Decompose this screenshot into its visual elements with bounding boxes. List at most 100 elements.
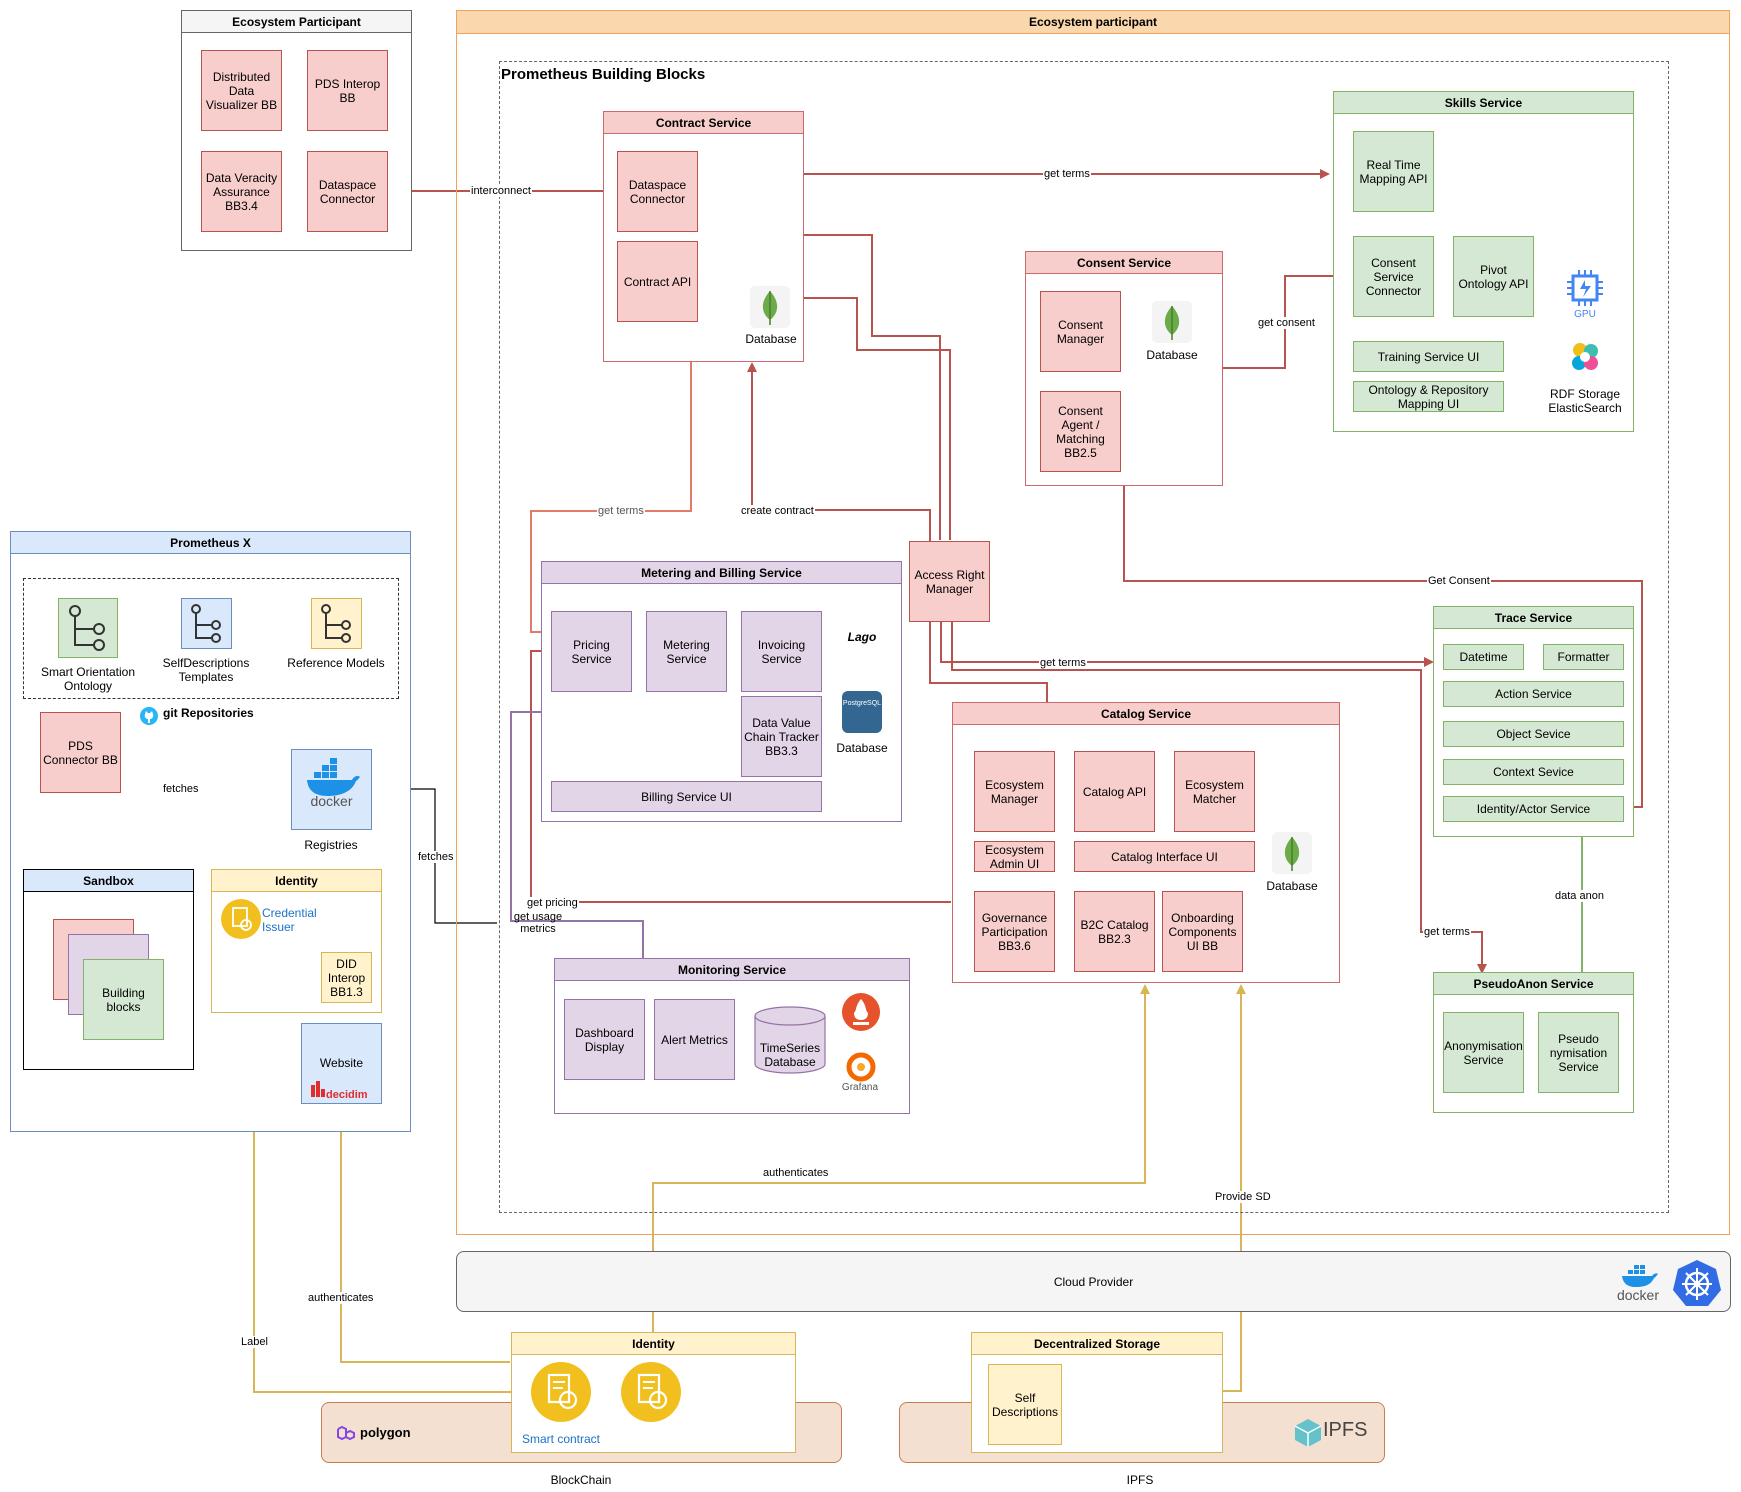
catalog-api[interactable]: Catalog API <box>1074 751 1155 832</box>
decidim-label: decidim <box>326 1089 368 1101</box>
pds-interop-bb[interactable]: PDS Interop BB <box>307 50 388 131</box>
pseudonymisation-service[interactable]: Pseudo nymisation Service <box>1538 1012 1619 1093</box>
dataspace-connector[interactable]: Dataspace Connector <box>617 151 698 232</box>
real-time-mapping-api[interactable]: Real Time Mapping API <box>1353 131 1434 212</box>
catalog-interface-ui[interactable]: Catalog Interface UI <box>1074 841 1255 872</box>
git-branch-icon <box>181 598 232 649</box>
ecosystem-participant-main: Ecosystem participant <box>456 10 1730 1235</box>
smart-contract-label[interactable]: Smart contract <box>521 1432 601 1446</box>
action-service[interactable]: Action Service <box>1443 681 1624 707</box>
mongodb-leaf-icon <box>749 285 791 332</box>
onboarding-components-ui-bb[interactable]: Onboarding Components UI BB <box>1162 891 1243 972</box>
edge-label-fetches-sandbox: fetches <box>162 783 200 795</box>
reference-models-label[interactable]: Reference Models <box>287 656 385 670</box>
edge-label-get-pricing: get pricing <box>526 897 579 909</box>
consent-manager[interactable]: Consent Manager <box>1040 291 1121 372</box>
prometheus-x-title: Prometheus X <box>11 532 410 554</box>
ontology-repository-mapping-ui[interactable]: Ontology & Repository Mapping UI <box>1353 381 1504 412</box>
self-descriptions[interactable]: Self Descriptions <box>988 1364 1062 1445</box>
edge-label-interconnect: interconnect <box>470 185 532 197</box>
identity-prometheus-x-title: Identity <box>212 870 381 892</box>
git-branch-icon <box>58 598 118 658</box>
blockchain-label: BlockChain <box>550 1473 612 1487</box>
consent-service-connector[interactable]: Consent Service Connector <box>1353 236 1434 317</box>
consent-service-title: Consent Service <box>1026 252 1222 274</box>
metering-service[interactable]: Metering Service <box>646 611 727 692</box>
selfdescriptions-templates-label[interactable]: SelfDescriptions Templates <box>162 656 250 684</box>
edge-label-data-anon: data anon <box>1554 890 1605 902</box>
consent-agent-matching-bb[interactable]: Consent Agent / Matching BB2.5 <box>1040 391 1121 472</box>
formatter-box[interactable]: Formatter <box>1543 644 1624 670</box>
github-icon <box>139 706 159 729</box>
git-branch-icon <box>311 598 362 649</box>
dashboard-display[interactable]: Dashboard Display <box>564 999 645 1080</box>
edge-label-authenticates-catalog: authenticates <box>762 1167 830 1179</box>
prometheus-flame-icon <box>841 992 881 1035</box>
decidim-logo-icon <box>311 1081 325 1100</box>
polygon-label: polygon <box>360 1425 411 1440</box>
docker-registry-icon[interactable]: docker <box>291 749 372 830</box>
catalog-service-title: Catalog Service <box>953 703 1339 725</box>
building-blocks[interactable]: Building blocks <box>83 959 164 1040</box>
did-interop-bb[interactable]: DID Interop BB1.3 <box>321 952 372 1003</box>
contract-service-title: Contract Service <box>604 112 803 134</box>
cloud-provider <box>456 1251 1731 1312</box>
distributed-data-visualizer-bb[interactable]: Distributed Data Visualizer BB <box>201 50 282 131</box>
metering-db-label: Database <box>836 741 888 755</box>
training-service-ui[interactable]: Training Service UI <box>1353 341 1504 372</box>
website-label: Website <box>319 1056 364 1070</box>
docker-whale-icon <box>1614 1262 1664 1291</box>
invoicing-service[interactable]: Invoicing Service <box>741 611 822 692</box>
gpu-label: GPU <box>1574 309 1596 320</box>
pds-connector-bb[interactable]: PDS Connector BB <box>40 712 121 793</box>
monitoring-service-title: Monitoring Service <box>555 959 909 981</box>
consent-db-label: Database <box>1146 348 1198 362</box>
edge-label-provide-sd: Provide SD <box>1214 1191 1272 1203</box>
decentralized-storage-title: Decentralized Storage <box>972 1333 1222 1355</box>
git-repositories-frame <box>23 578 399 699</box>
ecosystem-participant-main-title: Ecosystem participant <box>457 11 1729 34</box>
smart-orientation-ontology-label[interactable]: Smart Orientation Ontology <box>40 665 136 693</box>
catalog-db-label: Database <box>1266 879 1318 893</box>
cloud-provider-label: Cloud Provider <box>1053 1275 1134 1289</box>
registries-label: Registries <box>304 838 358 852</box>
mongodb-leaf-icon <box>1271 831 1313 878</box>
trace-service-title: Trace Service <box>1434 607 1633 629</box>
data-value-chain-tracker[interactable]: Data Value Chain Tracker BB3.3 <box>741 696 822 777</box>
ipfs-cube-icon <box>1294 1418 1322 1451</box>
alert-metrics[interactable]: Alert Metrics <box>654 999 735 1080</box>
anonymisation-service[interactable]: Anonymisation Service <box>1443 1012 1524 1093</box>
datetime-box[interactable]: Datetime <box>1443 644 1524 670</box>
edge-label-authenticates-website: authenticates <box>307 1292 375 1304</box>
docker-wordmark: docker <box>310 793 353 809</box>
edge-label-get-terms-pseudo: get terms <box>1423 926 1471 938</box>
pricing-service[interactable]: Pricing Service <box>551 611 632 692</box>
access-right-manager[interactable]: Access Right Manager <box>909 541 990 622</box>
certificate-icon <box>221 899 261 942</box>
ecosystem-admin-ui[interactable]: Ecosystem Admin UI <box>974 841 1055 872</box>
governance-participation-bb[interactable]: Governance Participation BB3.6 <box>974 891 1055 972</box>
object-service[interactable]: Object Sevice <box>1443 721 1624 747</box>
cloud-docker-wordmark: docker <box>1616 1287 1660 1303</box>
billing-service-ui[interactable]: Billing Service UI <box>551 781 822 812</box>
dataspace-connector-left[interactable]: Dataspace Connector <box>307 151 388 232</box>
edge-label-get-consent: get consent <box>1257 317 1316 329</box>
pivot-ontology-api[interactable]: Pivot Ontology API <box>1453 236 1534 317</box>
data-veracity-assurance-bb[interactable]: Data Veracity Assurance BB3.4 <box>201 151 282 232</box>
lago-logo: Lago <box>847 630 877 644</box>
contract-api[interactable]: Contract API <box>617 241 698 322</box>
ecosystem-manager[interactable]: Ecosystem Manager <box>974 751 1055 832</box>
identity-bottom-title: Identity <box>512 1333 795 1355</box>
postgresql-label: PostgreSQL <box>842 700 882 707</box>
ecosystem-matcher[interactable]: Ecosystem Matcher <box>1174 751 1255 832</box>
polygon-icon <box>336 1425 356 1444</box>
prometheus-building-blocks-frame <box>499 61 1669 1213</box>
skills-service-title: Skills Service <box>1334 92 1633 114</box>
b2c-catalog-bb[interactable]: B2C Catalog BB2.3 <box>1074 891 1155 972</box>
context-service[interactable]: Context Sevice <box>1443 759 1624 785</box>
identity-actor-service[interactable]: Identity/Actor Service <box>1443 796 1624 822</box>
credential-issuer-label[interactable]: Credential Issuer <box>262 906 317 934</box>
elasticsearch-icon <box>1569 341 1601 376</box>
certificate-icon <box>531 1362 591 1425</box>
sandbox-title: Sandbox <box>24 870 193 892</box>
